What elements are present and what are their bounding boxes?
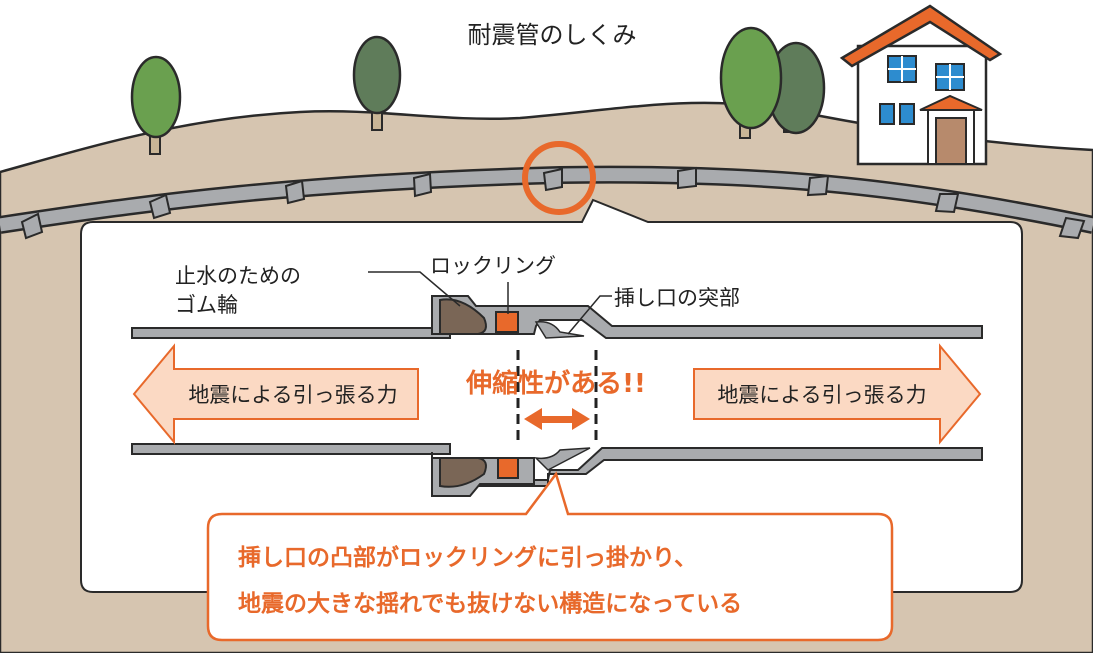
- rubber-ring-label-2: ゴム輪: [175, 293, 238, 317]
- stretch-arrow: [524, 408, 590, 430]
- window: [879, 103, 895, 125]
- tree-2: [352, 35, 402, 131]
- callout-box: [206, 471, 894, 642]
- locking-ring: [495, 311, 519, 333]
- locking-ring: [497, 457, 519, 479]
- tree-3: [766, 41, 826, 135]
- spigot-label: 挿し口の突部: [614, 286, 740, 310]
- window: [887, 55, 917, 83]
- force-label-left: 地震による引っ張る力: [188, 383, 397, 407]
- tree-1: [130, 55, 182, 155]
- detail-panel: [80, 198, 1023, 593]
- force-label-right: 地震による引っ張る力: [717, 383, 926, 407]
- callout-line-1: 挿し口の凸部がロックリングに引っ掛かり、: [238, 544, 697, 571]
- highlight-circle: [522, 141, 596, 215]
- flexibility-label: 伸縮性がある!!: [465, 368, 646, 399]
- tree-4: [719, 26, 783, 139]
- force-arrow-right: [693, 343, 982, 445]
- pipe-section-bottom: [131, 443, 983, 497]
- title: 耐震管のしくみ: [468, 21, 637, 49]
- rubber-ring: [439, 298, 487, 335]
- pipe-section-top: [131, 295, 983, 339]
- window: [935, 63, 965, 91]
- house: [839, 4, 1003, 166]
- leader-line-spigot: [567, 295, 612, 335]
- rubber-ring: [439, 457, 487, 488]
- pipeline: [0, 165, 1093, 240]
- callout-line-2: 地震の大きな揺れでも抜けない構造になっている: [238, 590, 742, 617]
- locking-ring-label: ロックリング: [430, 254, 556, 278]
- rubber-ring-label-1: 止水のための: [175, 264, 301, 288]
- door: [935, 117, 967, 165]
- force-arrow-left: [132, 343, 419, 445]
- window: [899, 103, 915, 125]
- leader-line-rubber: [368, 271, 461, 307]
